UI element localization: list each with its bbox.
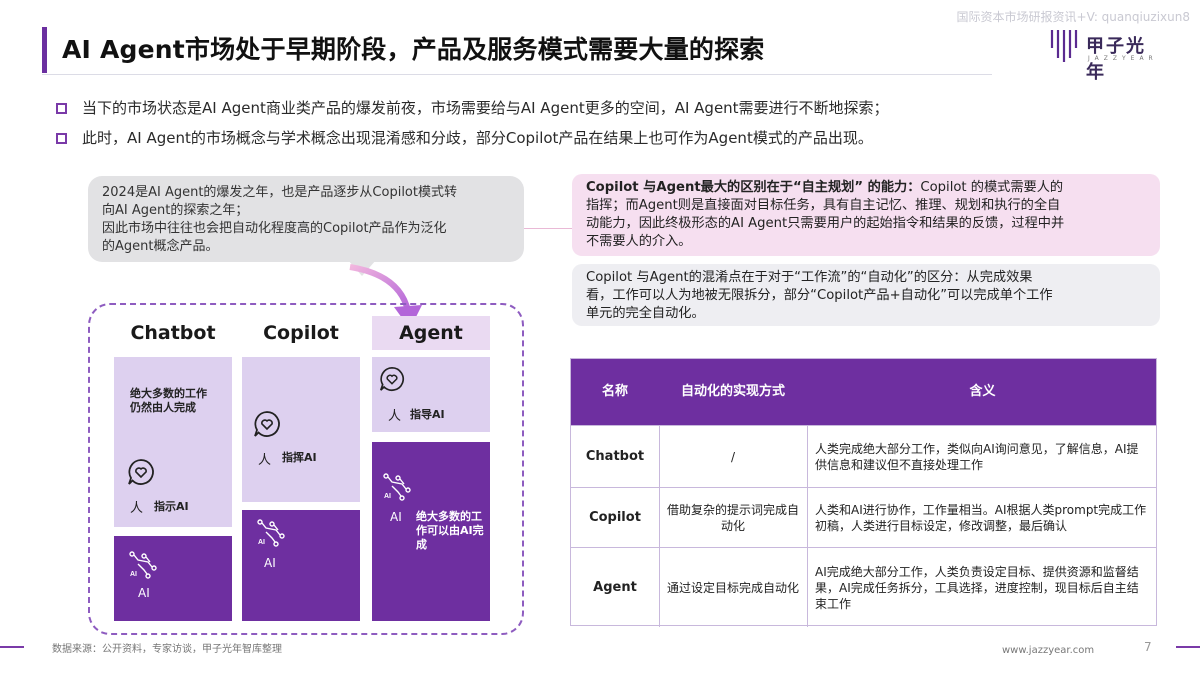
ai-circuit-icon: AI <box>129 551 157 579</box>
table-cell-name: Chatbot <box>585 448 645 464</box>
chat-heart-icon <box>254 411 280 437</box>
callout-line: 因此市场中往往也会把自动化程度高的Copilot产品作为泛化 <box>102 221 447 236</box>
website-link: www.jazzyear.com <box>1002 645 1095 656</box>
confusion-note-line: 单元的完全自动化。 <box>586 306 705 321</box>
logo-text: 甲子光年 <box>1086 36 1146 83</box>
chatbot-human-text: 绝大多数的工作 仍然由人完成 <box>130 387 207 414</box>
comparison-table: 名称 自动化的实现方式 含义 Chatbot / 人类完成绝大部分工作，类似向A… <box>570 358 1157 627</box>
ai-circuit-icon: AI <box>257 519 285 547</box>
person-label: 人 <box>130 501 144 516</box>
copilot-human-block: 人 指挥AI <box>242 357 360 502</box>
agent-role-label: 指导AI <box>410 408 445 421</box>
copilot-ai-block: AI AI <box>242 510 360 621</box>
footer-accent-right <box>1176 646 1200 648</box>
difference-note-text: Copilot 的模式需要人的 <box>920 180 1064 195</box>
agent-human-block: 人 指导AI <box>372 357 490 432</box>
bullet-item: 当下的市场状态是AI Agent商业类产品的爆发前夜，市场需要给与AI Agen… <box>56 97 1166 119</box>
callout-line: 向AI Agent的探索之年； <box>102 203 249 218</box>
difference-note: Copilot 与Agent最大的区别在于“自主规划” 的能力：Copilot … <box>572 174 1160 256</box>
table-row: Agent 通过设定目标完成自动化 AI完成绝大部分工作，人类负责设定目标、提供… <box>571 547 1156 627</box>
logo-subtext: JAZZYEAR <box>1088 55 1158 62</box>
person-label: 人 <box>258 453 272 468</box>
bullet-list: 当下的市场状态是AI Agent商业类产品的爆发前夜，市场需要给与AI Agen… <box>56 97 1166 157</box>
data-source-note: 数据来源：公开资料，专家访谈，甲子光年智库整理 <box>52 644 282 655</box>
difference-note-line: 指挥；而Agent则是直接面对目标任务，具有自主记忆、推理、规划和执行的全自 <box>586 198 1061 213</box>
difference-note-line: 不需要人的介入。 <box>586 234 692 249</box>
table-header-cell: 自动化的实现方式 <box>680 384 785 399</box>
person-label: 人 <box>388 409 402 424</box>
chat-heart-icon <box>380 366 404 392</box>
bullet-item: 此时，AI Agent的市场概念与学术概念出现混淆感和分歧，部分Copilot产… <box>56 127 1166 149</box>
confusion-note-line: 看，工作可以人为地被无限拆分，部分“Copilot产品+自动化”可以完成单个工作 <box>586 288 1053 303</box>
speech-callout: 2024是AI Agent的爆发之年，也是产品逐步从Copilot模式转 向AI… <box>88 176 524 262</box>
difference-note-line: 动能力，因此终极形态的AI Agent只需要用户的起始指令和结果的反馈，过程中并 <box>586 216 1065 231</box>
table-cell-name: Agent <box>593 579 637 595</box>
svg-text:AI: AI <box>130 571 137 578</box>
chatbot-heading: Chatbot <box>114 316 232 350</box>
footer-accent-left <box>0 646 24 648</box>
callout-line: 2024是AI Agent的爆发之年，也是产品逐步从Copilot模式转 <box>102 185 457 200</box>
square-bullet-icon <box>56 133 67 144</box>
chatbot-human-block: 绝大多数的工作 仍然由人完成 人 指示AI <box>114 357 232 527</box>
table-cell-method: 通过设定目标完成自动化 <box>666 580 799 595</box>
callout-line: 的Agent概念产品。 <box>102 239 219 254</box>
ai-label: AI <box>138 586 150 600</box>
title-divider <box>42 74 992 75</box>
chat-heart-icon <box>128 459 154 485</box>
table-header-cell: 名称 <box>601 384 628 399</box>
page-number: 7 <box>1144 640 1152 654</box>
bullet-text: 当下的市场状态是AI Agent商业类产品的爆发前夜，市场需要给与AI Agen… <box>82 99 889 117</box>
table-cell-meaning: 人类完成绝大部分工作，类似向AI询问意见，了解信息，AI提供信息和建议但不直接处… <box>815 441 1139 472</box>
table-cell-method: 借助复杂的提示词完成自动化 <box>666 502 799 533</box>
table-header: 名称 自动化的实现方式 含义 <box>571 359 1156 425</box>
table-row: Copilot 借助复杂的提示词完成自动化 人类和AI进行协作，工作量相当。AI… <box>571 487 1156 547</box>
table-header-cell: 含义 <box>969 384 996 399</box>
table-row: Chatbot / 人类完成绝大部分工作，类似向AI询问意见，了解信息，AI提供… <box>571 425 1156 487</box>
page-title: AI Agent市场处于早期阶段，产品及服务模式需要大量的探索 <box>62 35 765 64</box>
chatbot-ai-block: AI AI <box>114 536 232 621</box>
diagram-frame <box>88 303 524 635</box>
copilot-heading: Copilot <box>242 316 360 350</box>
ai-circuit-icon: AI <box>383 473 411 501</box>
logo-mark-icon <box>1050 30 1078 62</box>
title-accent-bar <box>42 27 47 73</box>
brand-logo: 甲子光年 JAZZYEAR <box>1050 28 1160 83</box>
table-cell-meaning: 人类和AI进行协作，工作量相当。AI根据人类prompt完成工作初稿，人类进行目… <box>815 502 1147 533</box>
agent-ai-block: AI AI 绝大多数的工 作可以由AI完 成 <box>372 442 490 621</box>
ai-label: AI <box>390 510 402 524</box>
ai-label: AI <box>264 556 276 570</box>
table-cell-meaning: AI完成绝大部分工作，人类负责设定目标、提供资源和监督结果，AI完成任务拆分，工… <box>815 564 1139 611</box>
agent-heading: Agent <box>372 316 490 350</box>
chatbot-role-label: 指示AI <box>154 500 189 513</box>
svg-text:AI: AI <box>258 539 265 546</box>
copilot-role-label: 指挥AI <box>282 451 317 464</box>
watermark-text: 国际资本市场研报资讯+V: quanqiuzixun8 <box>956 10 1190 24</box>
svg-text:AI: AI <box>384 493 391 500</box>
table-cell-name: Copilot <box>589 509 641 525</box>
difference-note-heading: Copilot 与Agent最大的区别在于“自主规划” 的能力： <box>586 180 921 195</box>
connector-line <box>524 228 572 229</box>
table-cell-method: / <box>730 449 736 464</box>
square-bullet-icon <box>56 103 67 114</box>
agent-ai-text: 绝大多数的工 作可以由AI完 成 <box>416 510 484 551</box>
bullet-text: 此时，AI Agent的市场概念与学术概念出现混淆感和分歧，部分Copilot产… <box>82 129 873 147</box>
confusion-note-line: Copilot 与Agent的混淆点在于对于“工作流”的“自动化”的区分：从完成… <box>586 270 1033 285</box>
confusion-note: Copilot 与Agent的混淆点在于对于“工作流”的“自动化”的区分：从完成… <box>572 264 1160 326</box>
